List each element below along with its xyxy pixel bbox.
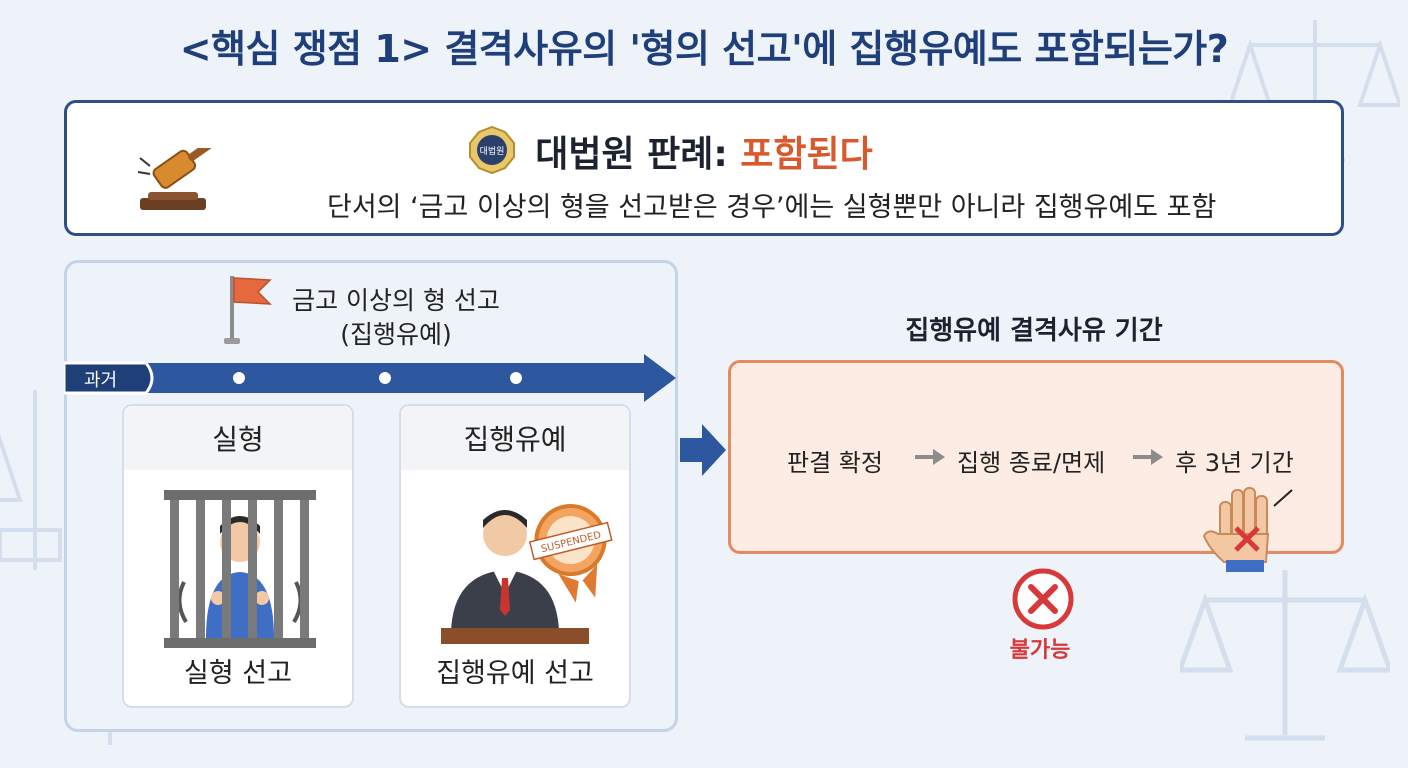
page-title: <핵심 쟁점 1> 결격사유의 '형의 선고'에 집행유예도 포함되는가? [179,27,1229,71]
period-step: 판결 확정 [787,449,883,477]
timeline-point [379,372,391,384]
stop-hand-icon [1202,487,1293,572]
timeline-past-label: 과거 [84,370,118,391]
impossible-label: 불가능 [1009,638,1071,663]
sentence-milestone-label: 금고 이상의 형 선고 (집행유예) [276,284,516,352]
period-box: 판결 확정 집행 종료/면제 후 3년 기간 [728,360,1344,554]
ruling-heading-accent: 포함된다 [740,134,873,175]
ruling-subtext: 단서의 ‘금고 이상의 형을 선고받은 경우’에는 실형뿐만 아니라 집행유예도… [327,192,1217,223]
ruling-box: 대법원 판례: 포함된다 대법원 단서의 ‘금고 이상의 형을 선고받은 경우’… [64,100,1344,236]
step-arrow-icon [915,449,945,465]
prison-bars-icon [164,490,316,648]
period-title: 집행유예 결격사유 기간 [905,316,1163,346]
ruling-heading: 대법원 판례: 포함된다 [67,125,1341,177]
timeline-arrow [64,354,676,402]
scales-decoration-icon [0,390,62,570]
scales-decoration-icon [1180,570,1390,741]
sentence-milestone-line2: (집행유예) [340,319,452,349]
gavel-icon [138,148,233,210]
x-circle-icon [1012,568,1074,630]
right-arrow-icon [680,424,726,476]
period-step: 집행 종료/면제 [957,449,1106,477]
flag-icon [224,276,272,344]
period-step: 후 3년 기간 [1175,449,1294,477]
suspended-person-icon: SUSPENDED [441,504,613,644]
court-seal-text: 대법원 [480,146,505,157]
timeline-point [233,372,245,384]
step-arrow-icon [1133,449,1163,465]
card-caption: 집행유예 선고 [436,658,594,689]
card-title: 집행유예 [401,406,629,470]
card-title: 실형 [124,406,352,470]
timeline-point [510,372,522,384]
card-caption: 실형 선고 [184,658,292,689]
ruling-heading-prefix: 대법원 판례: [535,134,741,175]
card-actual-sentence: 실형 실형 선고 [122,404,354,708]
sentence-milestone-line1: 금고 이상의 형 선고 [292,286,500,315]
court-seal-icon: 대법원 [469,125,515,175]
card-suspended-sentence: 집행유예 SUSPENDED 집행유예 선고 [399,404,631,708]
